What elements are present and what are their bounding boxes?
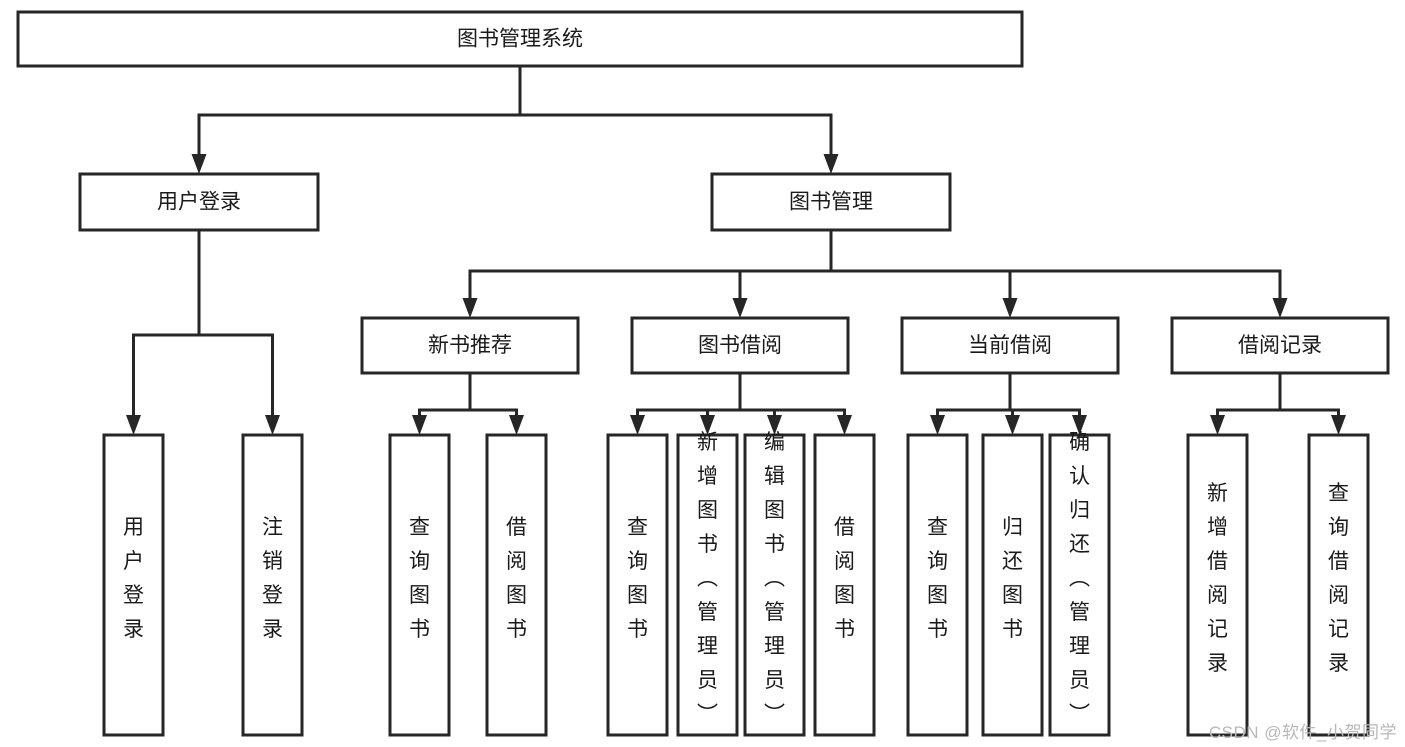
node-user-login[interactable]: 用户登录 [78, 172, 320, 232]
node-label: 用户登录 [157, 191, 241, 214]
node-box[interactable] [1307, 433, 1370, 737]
node-label: 用户登录 [123, 516, 144, 641]
node-box[interactable] [743, 433, 806, 737]
node-leaf-add-book[interactable]: 新增图书︵管理员︶ [676, 431, 739, 737]
node-label: 图书借阅 [698, 334, 782, 357]
node-box[interactable] [388, 433, 451, 737]
node-box[interactable] [102, 433, 165, 737]
arrow-head-icon [630, 415, 645, 435]
node-label: 借阅记录 [1238, 334, 1322, 357]
node-box[interactable] [906, 433, 969, 737]
node-label: 查询图书 [927, 516, 948, 641]
node-box[interactable] [360, 316, 580, 375]
node-label: 借阅图书 [506, 516, 527, 641]
node-box[interactable] [606, 433, 669, 737]
arrow-head-icon [1272, 298, 1288, 318]
node-leaf-query-record[interactable]: 查询借阅记录 [1307, 433, 1370, 737]
node-leaf-query-book-3[interactable]: 查询图书 [906, 433, 969, 737]
node-label: 新增借阅记录 [1207, 482, 1228, 675]
node-label: 新增图书︵管理员︶ [697, 431, 718, 726]
node-box[interactable] [900, 316, 1120, 375]
arrow-head-icon [930, 415, 945, 435]
node-label: 归还图书 [1002, 516, 1023, 641]
arrow-head-icon [823, 154, 839, 174]
node-box[interactable] [241, 433, 304, 737]
arrow-head-icon [265, 415, 280, 435]
node-label: 查询图书 [409, 516, 430, 641]
node-label: 图书管理 [789, 191, 873, 214]
node-box[interactable] [630, 316, 850, 375]
node-leaf-edit-book[interactable]: 编辑图书︵管理员︶ [743, 431, 806, 737]
node-book-borrow[interactable]: 图书借阅 [630, 316, 850, 375]
node-label: 借阅图书 [834, 516, 855, 641]
node-label: 查询借阅记录 [1328, 482, 1349, 675]
arrow-head-icon [732, 298, 748, 318]
node-box[interactable] [1048, 433, 1111, 737]
arrow-head-icon [191, 154, 207, 174]
node-leaf-borrow-book-1[interactable]: 借阅图书 [485, 433, 548, 737]
arrow-head-icon [1072, 415, 1087, 435]
arrow-head-icon [412, 415, 427, 435]
node-label: 确认归还︵管理员︶ [1069, 431, 1090, 726]
node-box[interactable] [981, 433, 1044, 737]
node-leaf-user-login[interactable]: 用户登录 [102, 433, 165, 737]
node-leaf-return-book[interactable]: 归还图书 [981, 433, 1044, 737]
node-box[interactable] [1186, 433, 1249, 737]
node-label: 注销登录 [262, 516, 283, 641]
arrow-head-icon [509, 415, 524, 435]
arrow-head-icon [1002, 298, 1018, 318]
node-box[interactable] [710, 172, 952, 232]
arrow-head-icon [1331, 415, 1346, 435]
arrow-head-icon [1005, 415, 1020, 435]
node-label: 编辑图书︵管理员︶ [764, 431, 785, 726]
node-label: 图书管理系统 [457, 28, 583, 51]
node-leaf-user-logout[interactable]: 注销登录 [241, 433, 304, 737]
node-box[interactable] [813, 433, 876, 737]
node-box[interactable] [16, 10, 1024, 68]
node-leaf-borrow-book-2[interactable]: 借阅图书 [813, 433, 876, 737]
node-current-borrow[interactable]: 当前借阅 [900, 316, 1120, 375]
arrow-head-icon [126, 415, 141, 435]
arrow-head-icon [837, 415, 852, 435]
node-root[interactable]: 图书管理系统 [16, 10, 1024, 68]
node-label: 当前借阅 [968, 334, 1052, 357]
node-box[interactable] [1170, 316, 1390, 375]
node-box[interactable] [78, 172, 320, 232]
node-leaf-add-record[interactable]: 新增借阅记录 [1186, 433, 1249, 737]
arrow-head-icon [700, 415, 715, 435]
arrow-head-icon [767, 415, 782, 435]
arrow-head-icon [462, 298, 478, 318]
node-book-manage[interactable]: 图书管理 [710, 172, 952, 232]
node-new-book-rec[interactable]: 新书推荐 [360, 316, 580, 375]
node-leaf-query-book-2[interactable]: 查询图书 [606, 433, 669, 737]
node-label: 查询图书 [627, 516, 648, 641]
node-box[interactable] [485, 433, 548, 737]
arrow-head-icon [1210, 415, 1225, 435]
node-box[interactable] [676, 433, 739, 737]
node-borrow-record[interactable]: 借阅记录 [1170, 316, 1390, 375]
node-leaf-query-book-1[interactable]: 查询图书 [388, 433, 451, 737]
node-leaf-confirm-return[interactable]: 确认归还︵管理员︶ [1048, 431, 1111, 737]
node-label: 新书推荐 [428, 334, 512, 357]
